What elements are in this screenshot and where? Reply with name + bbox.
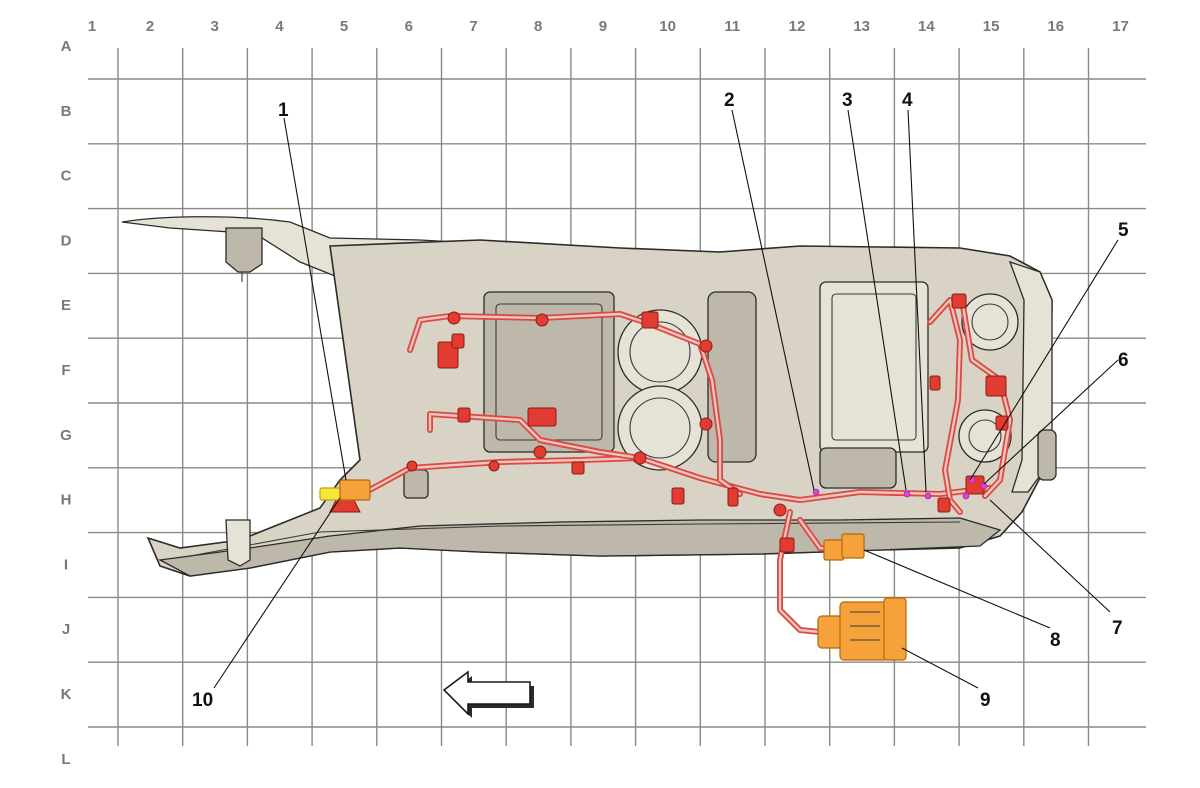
row-label: L [61, 751, 70, 768]
callout-9: 9 [980, 690, 991, 711]
center-console [121, 216, 1057, 577]
callout-7: 7 [1112, 618, 1123, 639]
row-label: H [61, 492, 72, 509]
column-label: 11 [724, 18, 740, 35]
column-label: 6 [405, 18, 413, 35]
connector-red [951, 293, 967, 309]
rear-pillar [225, 519, 251, 567]
connector-red [779, 537, 795, 553]
callout-6: 6 [1118, 350, 1129, 371]
splice-point [962, 492, 970, 500]
connector-orange [339, 479, 371, 501]
row-labels: A B C D E F G H I J K L [60, 38, 72, 768]
row-label: G [60, 427, 72, 444]
splice-point [903, 490, 911, 498]
row-label: D [61, 232, 72, 249]
column-label: 13 [853, 18, 870, 35]
connector-red [773, 503, 787, 517]
column-label: 5 [340, 18, 348, 35]
connector-orange [823, 539, 845, 561]
connector-red [406, 460, 418, 472]
connector-red [535, 313, 549, 327]
side-pod-right [1037, 429, 1057, 481]
leader-lines [213, 109, 1119, 689]
cup-holder-left [617, 309, 703, 395]
column-label: 8 [534, 18, 542, 35]
connector-red [488, 460, 500, 472]
connector-red [699, 417, 713, 431]
callout-10: 10 [192, 690, 213, 711]
connector-red [929, 375, 941, 391]
connector-orange-large [817, 597, 907, 661]
connector-red [527, 407, 557, 427]
row-label: K [61, 686, 72, 703]
column-label: 16 [1047, 18, 1064, 35]
callout-1: 1 [278, 100, 289, 121]
row-label: F [61, 362, 70, 379]
connector-red [447, 311, 461, 325]
callout-3: 3 [842, 90, 853, 111]
row-label: I [64, 556, 68, 573]
connector-red [727, 487, 739, 507]
callout-4: 4 [902, 90, 913, 111]
splice-point [968, 476, 976, 484]
module-base [819, 447, 897, 489]
row-label: E [61, 297, 71, 314]
connector-red [571, 461, 585, 475]
splice-point [980, 482, 988, 490]
row-label: A [61, 38, 72, 55]
column-label: 3 [211, 18, 219, 35]
column-label: 2 [146, 18, 154, 35]
callout-2: 2 [724, 90, 735, 111]
connector-red [995, 415, 1009, 431]
connector-red [457, 407, 471, 423]
connector-red [633, 451, 647, 465]
row-label: B [61, 103, 72, 120]
column-label: 15 [983, 18, 1000, 35]
connector-red [533, 445, 547, 459]
splice-point [812, 488, 820, 496]
splice-point [924, 492, 932, 500]
callout-labels: 1 2 3 4 5 6 7 8 9 10 [192, 90, 1129, 711]
side-pod-left [403, 469, 429, 499]
shifter-housing [707, 291, 757, 463]
connector-red [641, 311, 659, 329]
connector-red [671, 487, 685, 505]
storage-bin [483, 291, 615, 453]
connector-red [699, 339, 713, 353]
row-label: C [61, 168, 72, 185]
column-label: 9 [599, 18, 607, 35]
row-label: J [62, 621, 70, 638]
column-label: 7 [469, 18, 477, 35]
left-arrow-icon [442, 670, 534, 718]
column-label: 17 [1112, 18, 1129, 35]
connector-red [985, 375, 1007, 397]
column-label: 10 [659, 18, 676, 35]
connector-red [937, 497, 951, 513]
wiring-harness [319, 293, 1013, 661]
connector-red [451, 333, 465, 349]
console-floor-band [157, 517, 1002, 577]
lid-hinge [225, 227, 263, 273]
callout-8: 8 [1050, 630, 1061, 651]
column-label: 12 [789, 18, 806, 35]
control-module [819, 281, 929, 453]
callout-5: 5 [1118, 220, 1129, 241]
rear-round-upper [961, 293, 1019, 351]
column-label: 14 [918, 18, 935, 35]
connector-orange [841, 533, 865, 559]
column-label: 4 [275, 18, 284, 35]
column-label: 1 [88, 18, 96, 35]
connector-red [437, 341, 459, 369]
